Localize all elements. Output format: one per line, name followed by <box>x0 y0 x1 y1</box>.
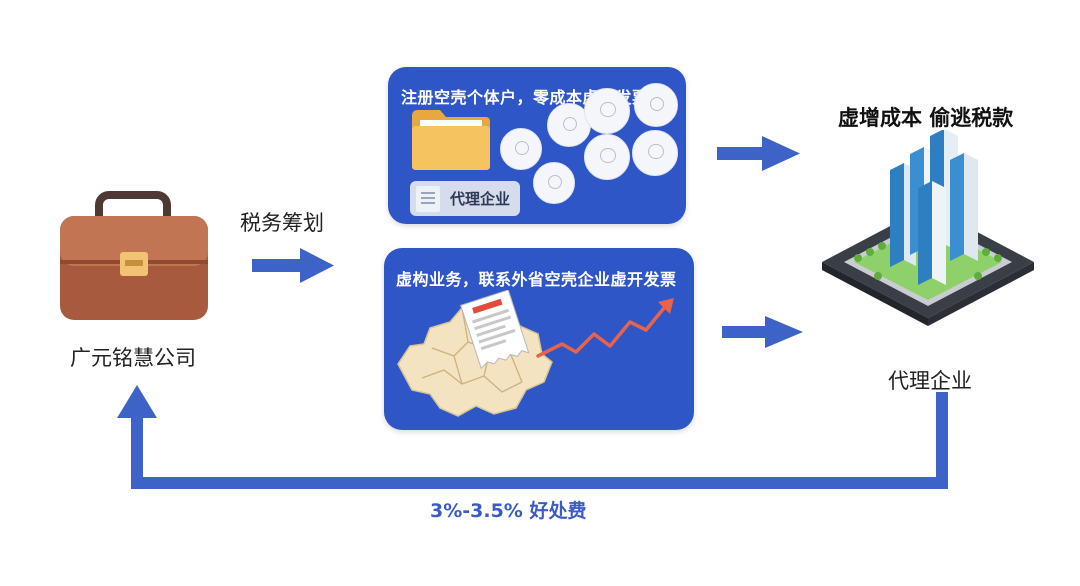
panel-bottom-title: 虚构业务，联系外省空壳企业虚开发票 <box>396 270 677 289</box>
agent-card: 代理企业 <box>410 181 520 216</box>
agent-card-label: 代理企业 <box>450 190 511 208</box>
person-circle-icon <box>533 162 575 204</box>
arrow-right-icon <box>252 248 334 283</box>
arrow-right-icon <box>722 316 803 348</box>
company-label: 广元铭慧公司 <box>70 346 196 370</box>
person-circle-icon <box>584 134 630 180</box>
right-headline: 虚增成本 偷逃税款 <box>838 106 1014 130</box>
person-circle-icon <box>634 83 678 127</box>
person-circle-icon <box>584 88 630 134</box>
folder-icon <box>412 110 490 170</box>
person-circle-icon <box>632 130 678 176</box>
buildings-icon <box>822 130 1034 326</box>
person-circle-icon <box>500 128 542 170</box>
document-icon <box>416 186 440 212</box>
trend-arrow-icon <box>536 298 674 358</box>
arrow-right-icon <box>717 136 800 171</box>
invoice-icon <box>460 290 530 370</box>
fee-label: 3%-3.5% 好处费 <box>430 500 587 522</box>
briefcase-icon <box>60 191 208 320</box>
right-label: 代理企业 <box>888 369 972 393</box>
return-loop-arrow <box>117 385 948 489</box>
step-label: 税务筹划 <box>240 211 324 235</box>
